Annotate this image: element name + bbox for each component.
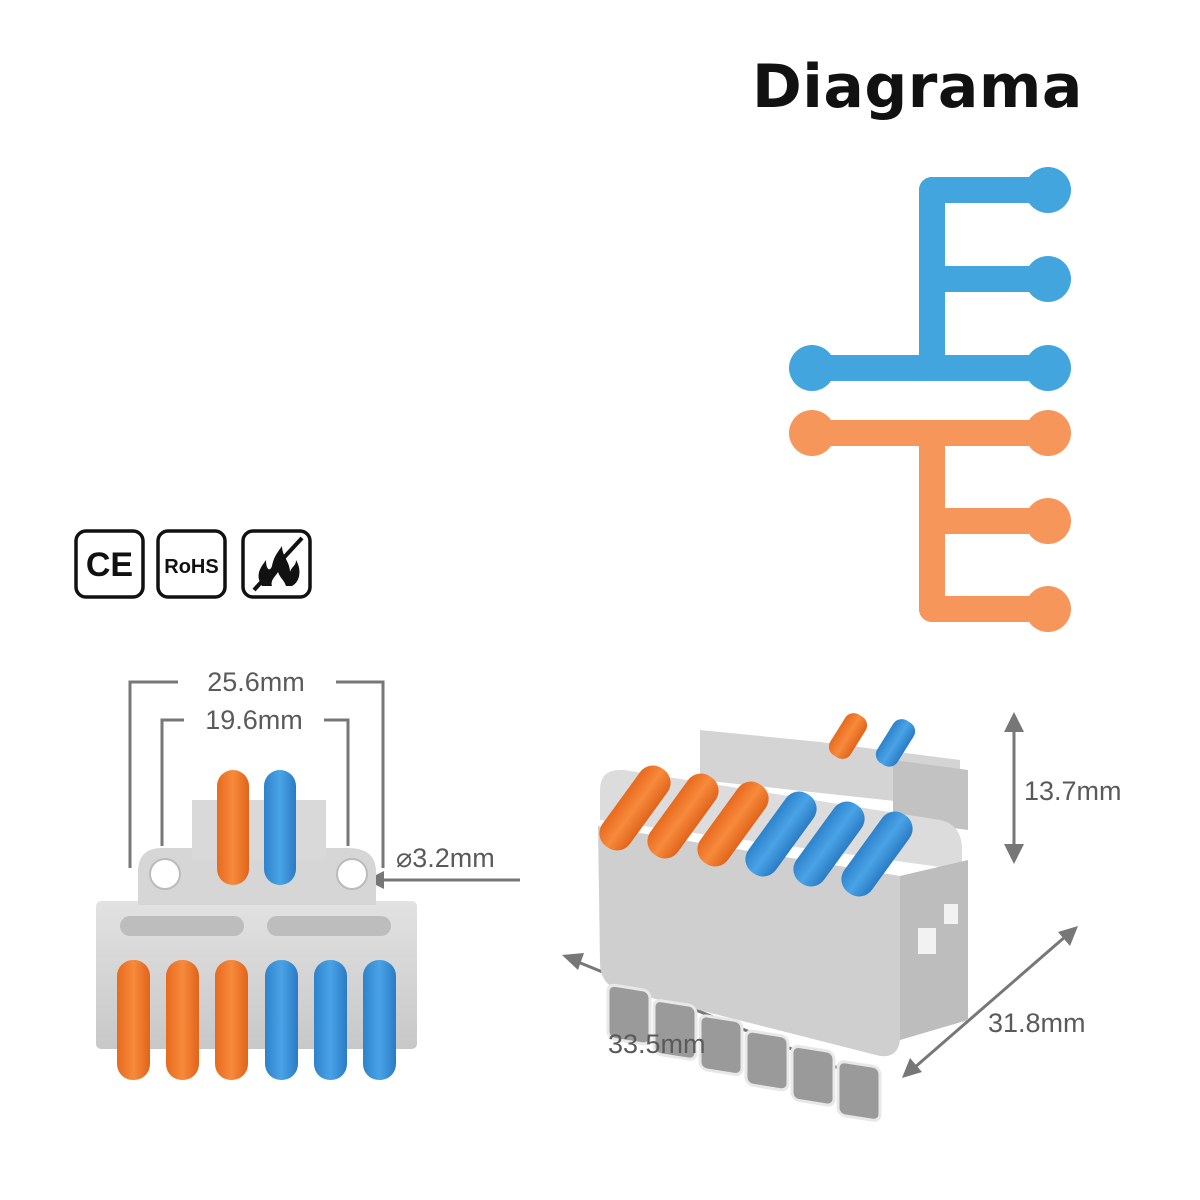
rohs-label: RoHS <box>164 556 218 578</box>
outer-width-label: 25.6mm <box>207 667 305 697</box>
height-label: 13.7mm <box>1024 776 1122 806</box>
back-block-side <box>893 760 968 830</box>
wire-hole-5 <box>790 1044 836 1107</box>
wire-hole-4 <box>744 1029 790 1092</box>
front-top-orange-lever <box>217 770 249 885</box>
back-orange-lever <box>828 713 868 759</box>
orange-terminals <box>789 410 1071 632</box>
certification-badges: CE RoHS <box>74 529 312 599</box>
hole-spacing-label: 19.6mm <box>205 705 303 735</box>
front-lever-orange-3 <box>215 960 248 1080</box>
front-view-connector: 25.6mm 19.6mm ⌀3.2mm <box>96 667 520 1080</box>
orange-terminal-3 <box>1025 586 1071 632</box>
flame-retardant-icon <box>241 529 312 599</box>
front-top-blue-lever <box>264 770 296 885</box>
orange-input-terminal <box>789 410 835 456</box>
front-slot-right <box>267 916 391 936</box>
depth-label: 31.8mm <box>988 1008 1086 1038</box>
blue-input-terminal <box>789 345 835 391</box>
front-lever-blue-2 <box>314 960 347 1080</box>
rohs-icon: RoHS <box>156 529 227 599</box>
wire-entry-holes <box>606 983 882 1122</box>
perspective-levers <box>599 765 913 897</box>
front-slot-left <box>120 916 244 936</box>
persp-lever-blue-2 <box>793 801 865 887</box>
persp-lever-orange-2 <box>647 773 719 859</box>
blue-terminal-3 <box>1025 345 1071 391</box>
perspective-view-connector: 13.7mm 33.5mm 31.8mm <box>562 712 1122 1122</box>
persp-lever-orange-1 <box>599 765 671 851</box>
wire-hole-3 <box>698 1014 744 1077</box>
length-label: 33.5mm <box>608 1029 706 1059</box>
orange-terminal-2 <box>1025 498 1071 544</box>
orange-terminal-1 <box>1025 410 1071 456</box>
back-blue-lever <box>875 719 916 767</box>
perspective-front-face <box>598 826 900 1057</box>
wire-hole-2 <box>652 999 698 1061</box>
side-slot-1 <box>918 928 936 954</box>
front-lever-orange-2 <box>166 960 199 1080</box>
front-dimension-lines <box>128 680 520 882</box>
front-housing-top <box>138 848 376 905</box>
front-housing-neck <box>192 800 326 860</box>
orange-circuit <box>799 420 1061 622</box>
left-mount-hole <box>149 858 181 890</box>
front-lever-blue-3 <box>363 960 396 1080</box>
front-lever-orange-1 <box>117 960 150 1080</box>
ce-icon: CE <box>74 529 145 599</box>
front-lever-blue-1 <box>265 960 298 1080</box>
ce-label: CE <box>86 546 133 584</box>
blue-terminal-2 <box>1025 256 1071 302</box>
blue-terminals <box>789 167 1071 391</box>
side-slot-2 <box>944 904 958 924</box>
front-bottom-levers <box>117 960 396 1080</box>
hole-diameter-label: ⌀3.2mm <box>396 843 495 873</box>
wire-hole-6 <box>836 1060 882 1122</box>
right-mount-hole <box>336 858 368 890</box>
persp-lever-blue-3 <box>841 811 913 897</box>
wire-hole-1 <box>606 983 652 1046</box>
persp-lever-blue-1 <box>745 791 817 877</box>
page-title: Diagrama <box>752 52 1083 122</box>
persp-lever-orange-3 <box>697 781 769 867</box>
wiring-diagram <box>789 167 1071 632</box>
blue-circuit <box>799 177 1061 381</box>
blue-terminal-1 <box>1025 167 1071 213</box>
